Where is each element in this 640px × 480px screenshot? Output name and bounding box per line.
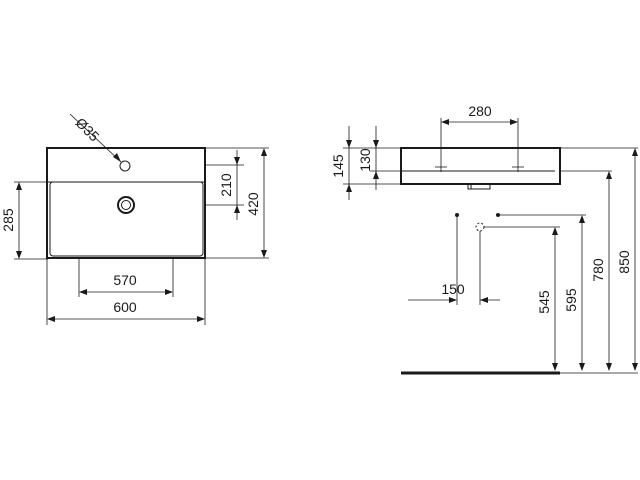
dim-rim-top-height: 850 bbox=[616, 250, 632, 274]
arrow-545-bottom bbox=[552, 363, 558, 371]
arrow-145-top bbox=[346, 140, 352, 148]
arrow-280-right bbox=[510, 119, 518, 125]
dim-basin-depth: 420 bbox=[245, 192, 261, 216]
arrow-570-left bbox=[79, 289, 87, 295]
side-view: 280 145 130 150 545 bbox=[330, 103, 638, 375]
arrow-595-top bbox=[579, 215, 585, 223]
arrow-600-left bbox=[47, 316, 55, 322]
arrow-570-right bbox=[165, 289, 173, 295]
arrow-145-bottom bbox=[346, 184, 352, 192]
basin-side-profile bbox=[400, 147, 561, 185]
tap-hole bbox=[119, 160, 131, 172]
dim-underside-height: 780 bbox=[590, 258, 606, 282]
drain-outer bbox=[117, 196, 135, 214]
dim-side-height: 145 bbox=[330, 154, 346, 178]
arrow-130-top bbox=[373, 140, 379, 148]
arrow-130-bottom bbox=[373, 171, 379, 179]
diameter-leader bbox=[69, 113, 122, 163]
waste-outlet bbox=[467, 184, 491, 190]
arrow-210-bottom bbox=[234, 205, 240, 213]
arrow-780-top bbox=[606, 171, 612, 179]
arrow-595-bottom bbox=[579, 363, 585, 371]
dim-bracket-height: 595 bbox=[563, 288, 579, 312]
drain-inner bbox=[121, 200, 131, 210]
arrow-210-top bbox=[234, 157, 240, 165]
diameter-leader-arrow bbox=[113, 153, 121, 162]
basin-bowl bbox=[49, 181, 204, 257]
dim-waste-offset: 150 bbox=[441, 281, 465, 297]
arrow-285-top bbox=[16, 182, 22, 190]
basin-outline bbox=[46, 147, 206, 259]
arrow-150-left bbox=[449, 297, 457, 303]
arrow-780-bottom bbox=[606, 363, 612, 371]
arrow-600-right bbox=[197, 316, 205, 322]
arrow-420-bottom bbox=[261, 250, 267, 258]
arrow-285-bottom bbox=[16, 251, 22, 259]
arrow-545-top bbox=[552, 227, 558, 235]
dim-waste-height: 545 bbox=[536, 290, 552, 314]
dim-bracket-spacing: 280 bbox=[468, 103, 492, 119]
waste-position bbox=[475, 222, 485, 232]
dim-inner-width: 570 bbox=[113, 272, 137, 288]
dim-basin-inner-depth: 285 bbox=[0, 208, 16, 232]
dim-tap-to-drain: 210 bbox=[218, 173, 234, 197]
arrow-280-left bbox=[441, 119, 449, 125]
arrow-850-top bbox=[632, 148, 638, 156]
dim-outer-width: 600 bbox=[113, 299, 137, 315]
top-view: Ø35 285 210 420 570 600 bbox=[0, 113, 269, 325]
arrow-850-bottom bbox=[632, 363, 638, 371]
arrow-420-top bbox=[261, 148, 267, 156]
dim-rim-height: 130 bbox=[357, 148, 373, 172]
